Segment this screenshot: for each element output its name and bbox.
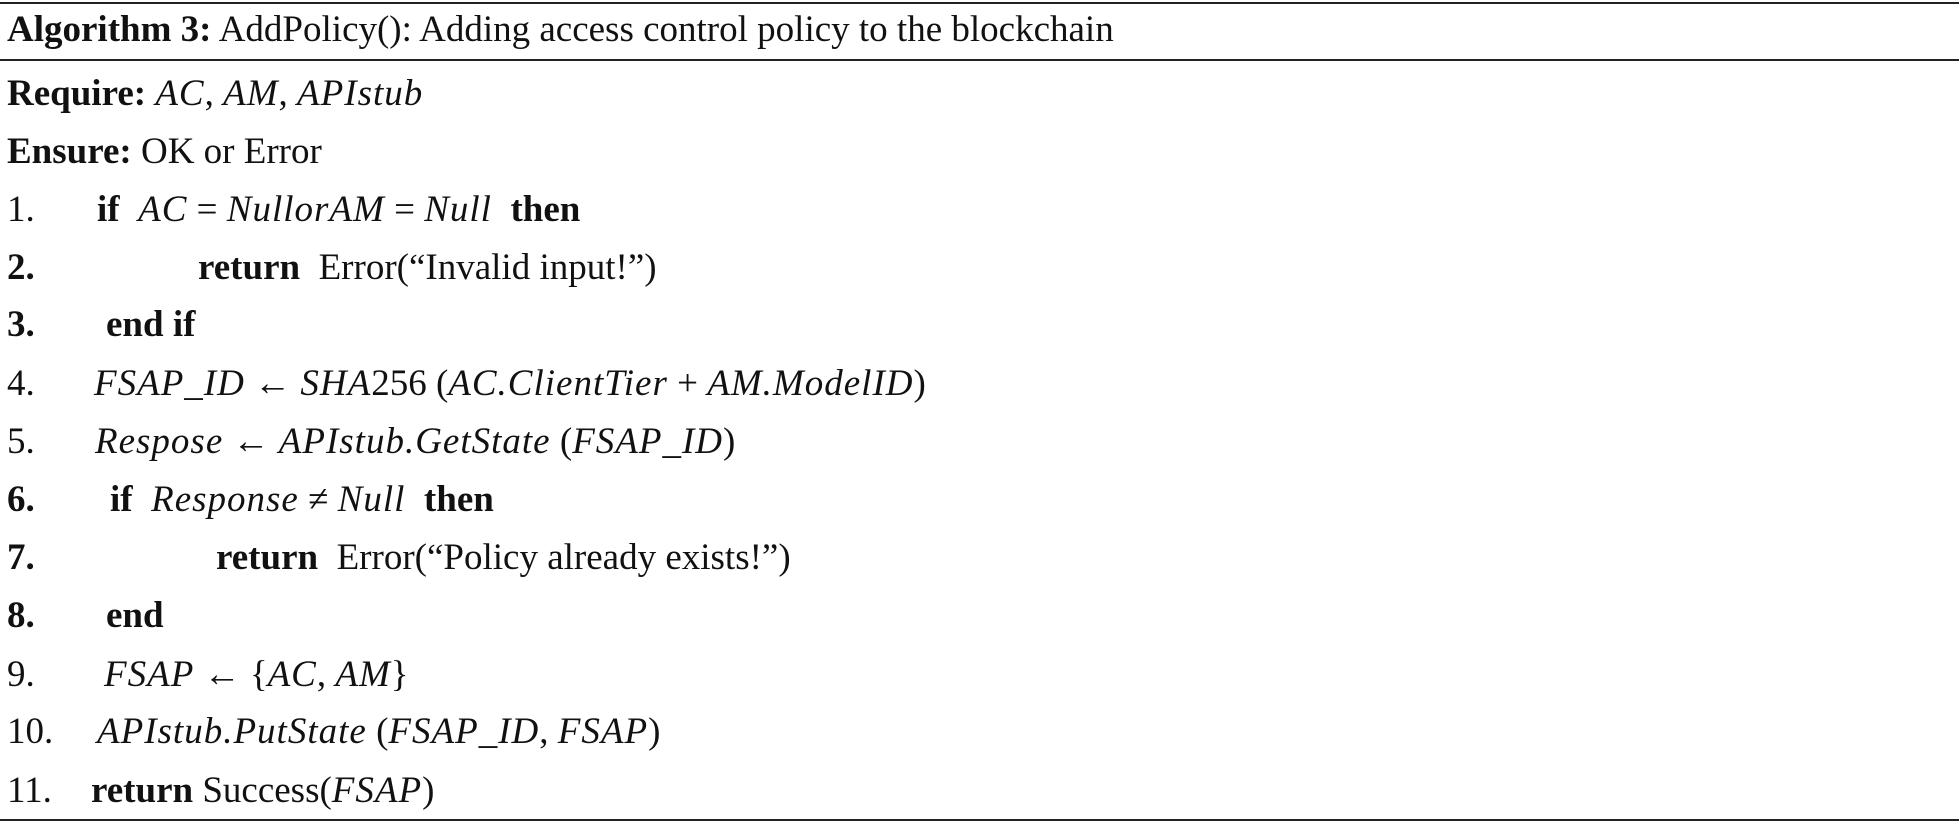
line-content: if Response ≠ Null then (110, 471, 494, 529)
math-symbol: FSAP (104, 654, 195, 695)
math-symbol: AM (335, 654, 391, 695)
header-rule (0, 59, 1959, 61)
line-number: 11. (7, 770, 52, 811)
text: = (187, 189, 227, 230)
text (405, 479, 424, 520)
algorithm-caption: AddPolicy(): Adding access control polic… (211, 9, 1114, 50)
math-symbol: FSAP_ID (572, 421, 724, 462)
text: ← (223, 421, 279, 462)
math-symbol: FSAP (557, 711, 649, 752)
top-rule (0, 2, 1959, 4)
text: OK or Error (131, 131, 322, 172)
line-number: 7. (7, 537, 35, 578)
math-symbol: Null (424, 189, 492, 230)
math-symbol: FSAP (331, 770, 423, 811)
keyword: end if (106, 304, 196, 345)
text (120, 189, 139, 230)
line-content: return Success(FSAP) (91, 762, 434, 820)
keyword: return (216, 537, 319, 578)
line-content: if AC = NullorAM = Null then (97, 181, 580, 239)
text: Success( (193, 770, 332, 811)
line-number: 10. (7, 711, 54, 752)
math-symbol: AC (155, 73, 205, 114)
text: Error(“Invalid input!”) (300, 247, 657, 288)
text: + (667, 363, 708, 404)
line-number: 5. (7, 421, 35, 462)
math-symbol: AC (267, 654, 317, 695)
keyword: if (110, 479, 133, 520)
math-symbol: AM (223, 73, 279, 114)
line-number: 8. (7, 595, 35, 636)
text: ) (913, 363, 926, 404)
text: } (390, 654, 409, 695)
text: ) (723, 421, 736, 462)
text: ( (366, 711, 389, 752)
line-content: end if (106, 296, 195, 354)
keyword: then (423, 479, 494, 520)
line-content: return Error(“Invalid input!”) (198, 239, 657, 297)
math-symbol: APIstub.PutState (97, 711, 367, 752)
math-symbol: APIstub (297, 73, 424, 114)
line-content: return Error(“Policy already exists!”) (216, 529, 791, 587)
math-symbol: FSAP_ID (94, 363, 245, 404)
line-content: FSAP_ID ← SHA256 (AC.ClientTier + AM.Mod… (94, 355, 926, 413)
line-content: Require: AC, AM, APIstub (7, 65, 423, 123)
text: ) (648, 711, 661, 752)
text: = (384, 189, 425, 230)
text: ( (550, 421, 573, 462)
algorithm-title: Algorithm 3: AddPolicy(): Adding access … (7, 0, 1114, 60)
line-content: Respose ← APIstub.GetState (FSAP_ID) (95, 413, 735, 471)
keyword: end (106, 595, 164, 636)
math-symbol: AC.ClientTier (448, 363, 668, 404)
line-number: 1. (7, 189, 35, 230)
line-number: 6. (7, 479, 35, 520)
line-content: APIstub.PutState (FSAP_ID, FSAP) (97, 703, 660, 761)
text: , (278, 73, 298, 114)
keyword: Ensure: (7, 131, 132, 172)
bottom-rule (0, 819, 1959, 821)
math-symbol: SHA (300, 363, 372, 404)
math-symbol: Respose (95, 421, 224, 462)
text (146, 73, 155, 114)
keyword: return (198, 247, 301, 288)
text: , (204, 73, 224, 114)
text (133, 479, 152, 520)
math-symbol: APIstub.GetState (278, 421, 551, 462)
math-symbol: NullorAM (226, 189, 385, 230)
keyword: Require: (7, 73, 147, 114)
line-number: 9. (7, 654, 35, 695)
text: , (316, 654, 336, 695)
math-symbol: Null (337, 479, 406, 520)
line-content: Ensure: OK or Error (7, 123, 322, 181)
math-symbol: AC (138, 189, 188, 230)
line-content: end (106, 587, 164, 645)
keyword: then (510, 189, 581, 230)
text: ) (422, 770, 435, 811)
text: Error(“Policy already exists!”) (318, 537, 791, 578)
line-number: 2. (7, 247, 35, 288)
keyword: return (91, 770, 194, 811)
math-symbol: FSAP_ID (388, 711, 540, 752)
text: , (539, 711, 558, 752)
text: ← { (194, 654, 268, 695)
text: ← (244, 363, 301, 404)
text (492, 189, 511, 230)
line-number: 3. (7, 304, 35, 345)
math-symbol: Response (151, 479, 299, 520)
text: 256 ( (371, 363, 449, 404)
math-symbol: AM.ModelID (707, 363, 914, 404)
line-content: FSAP ← {AC, AM} (104, 646, 409, 704)
text: ≠ (298, 479, 338, 520)
line-number: 4. (7, 363, 35, 404)
algorithm-label: Algorithm 3: (7, 9, 212, 50)
keyword: if (97, 189, 120, 230)
